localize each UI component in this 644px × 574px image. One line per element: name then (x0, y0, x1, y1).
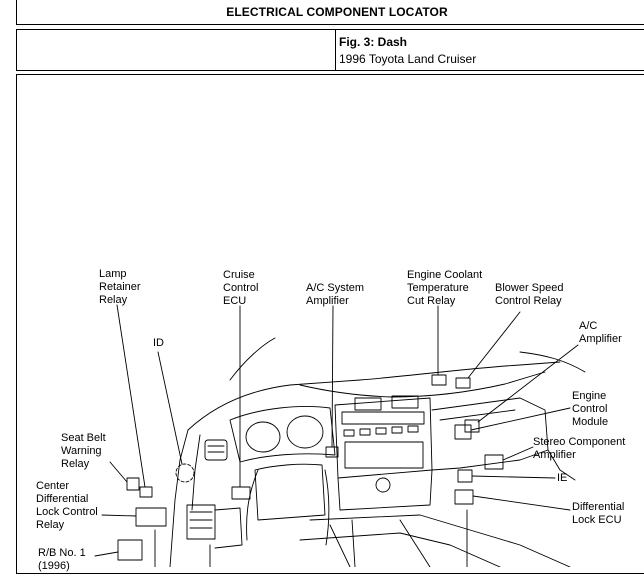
lamp-retainer-relay-box (139, 486, 153, 498)
fuse-block (186, 504, 216, 540)
figure-header: Fig. 3: Dash 1996 Toyota Land Cruiser (16, 29, 644, 71)
label-cruise-control-ecu: Cruise Control ECU (223, 269, 259, 307)
page-title: ELECTRICAL COMPONENT LOCATOR (226, 5, 448, 19)
label-ac-amplifier: A/C Amplifier (579, 320, 622, 345)
cruise-control-ecu-box (231, 486, 251, 500)
blower-relay-box (455, 377, 471, 389)
windshield-edge-2 (519, 351, 586, 373)
ac-system-amplifier-box (325, 446, 339, 458)
label-engine-control-module: Engine Control Module (572, 390, 609, 428)
label-ac-system-amplifier: A/C System Amplifier (306, 282, 365, 307)
dash-right-panel (431, 397, 549, 471)
label-blower-speed-relay: Blower Speed Control Relay (495, 282, 564, 307)
dash-crest (299, 371, 546, 398)
gauge-cluster (229, 406, 336, 463)
header-divider (335, 30, 336, 70)
floor-console (309, 514, 571, 567)
coolant-relay-box (431, 374, 447, 386)
id-connector-circle (175, 463, 195, 483)
left-vent (204, 439, 228, 461)
label-stereo-amplifier: Stereo Component Amplifier (533, 436, 626, 461)
label-lamp-retainer-relay: Lamp Retainer Relay (99, 268, 141, 306)
dash-top-outline (187, 361, 561, 431)
center-diff-relay-box (135, 507, 167, 527)
ac-amplifier-box (464, 419, 480, 433)
ecm-box (454, 424, 472, 440)
label-id-connector: ID (153, 337, 164, 349)
windshield-edge (229, 337, 276, 381)
figure-subtitle: 1996 Toyota Land Cruiser (339, 52, 477, 66)
label-ie-connector: IE (557, 472, 568, 484)
ie-box (457, 469, 473, 483)
seat-belt-relay-box (126, 477, 140, 491)
label-rb-no1: R/B No. 1 (1996) (38, 547, 86, 572)
figure-title: Fig. 3: Dash (339, 35, 408, 49)
dash-left-inner (191, 434, 201, 511)
label-engine-coolant-relay: Engine Coolant Temperature Cut Relay (407, 269, 483, 307)
label-center-diff-relay: Center Differential Lock Control Relay (36, 480, 98, 531)
rb-no1-box (117, 539, 143, 561)
label-differential-lock-ecu: Differential Lock ECU (572, 501, 625, 526)
label-seat-belt-relay: Seat Belt Warning Relay (61, 432, 106, 470)
dash-left-side (169, 429, 189, 567)
steering-column (246, 469, 259, 541)
diff-lock-ecu-box (454, 489, 474, 505)
center-stack (334, 397, 433, 479)
title-bar: ELECTRICAL COMPONENT LOCATOR (16, 0, 644, 25)
stereo-amp-box (484, 454, 504, 470)
